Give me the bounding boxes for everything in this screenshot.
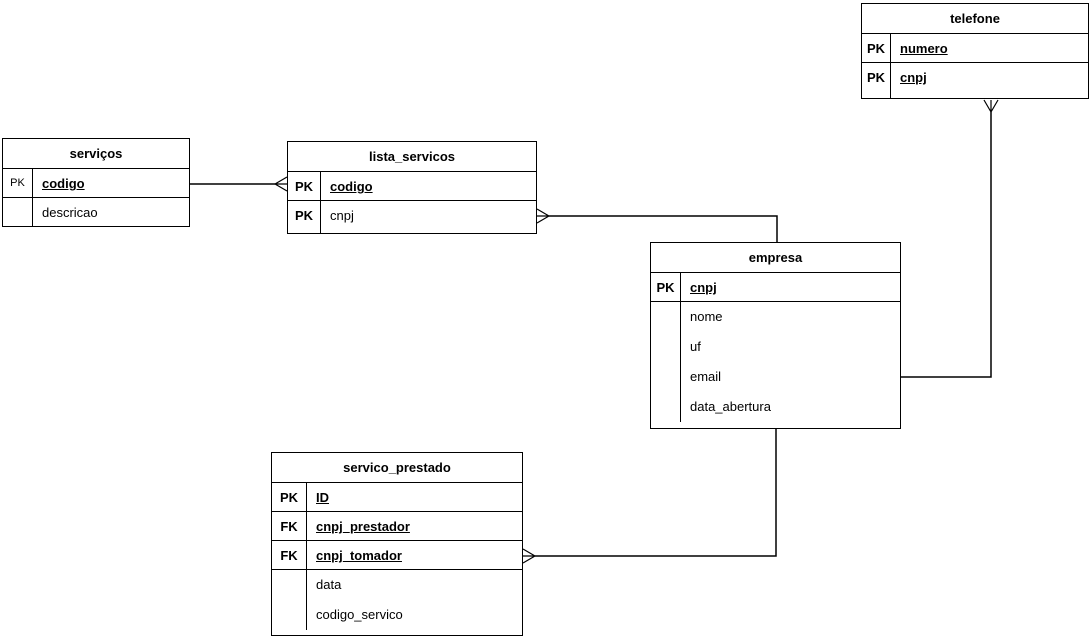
field-codigo: codigo [330, 179, 373, 194]
field-row: FK cnpj_tomador [272, 540, 522, 569]
field-row: PK cnpj [288, 200, 536, 229]
field-uf: uf [690, 339, 701, 354]
pk-label: PK [862, 63, 891, 91]
pk-label: PK [272, 483, 307, 511]
field-data-abertura: data_abertura [690, 399, 771, 414]
pk-label: PK [651, 273, 681, 301]
pk-label: PK [288, 172, 321, 200]
entity-title: serviços [69, 146, 123, 161]
empty-key-cell [3, 198, 33, 226]
relationship-servicos-lista_servicos [190, 176, 288, 192]
field-data: data [316, 577, 342, 592]
field-row: PK cnpj [862, 62, 1088, 91]
field-row: FK cnpj_prestador [272, 511, 522, 540]
field-cnpj: cnpj [900, 70, 927, 85]
field-row: PK codigo [288, 171, 536, 200]
pk-label: PK [288, 201, 321, 229]
field-email: email [690, 369, 722, 384]
field-codigo-servico: codigo_servico [316, 607, 403, 622]
entity-title: telefone [950, 11, 1000, 26]
many-marker [983, 99, 999, 113]
field-row: PK numero [862, 33, 1088, 62]
field-cnpj-tomador: cnpj_tomador [316, 548, 402, 563]
field-cnpj: cnpj [330, 208, 354, 223]
empty-key-cell [272, 570, 307, 630]
empty-key-cell [651, 302, 681, 422]
table-bottom-pad [862, 91, 1088, 98]
pk-label: PK [862, 34, 891, 62]
many-marker [536, 208, 550, 224]
field-row: PK codigo [3, 168, 189, 197]
field-numero: numero [900, 41, 948, 56]
table-bottom-pad [288, 229, 536, 233]
field-cnpj-prestador: cnpj_prestador [316, 519, 410, 534]
field-cnpj: cnpj [690, 280, 717, 295]
entity-servicos: serviços PK codigo descricao [2, 138, 190, 227]
field-descricao: descricao [42, 205, 98, 220]
entity-title: empresa [748, 250, 803, 265]
entity-telefone: telefone PK numero PK cnpj [861, 3, 1089, 99]
field-row: PK cnpj [651, 272, 900, 301]
many-marker [522, 548, 536, 564]
empty-key-cell [288, 229, 321, 233]
fk-label: FK [272, 541, 307, 569]
many-marker [274, 176, 288, 192]
relationship-empresa-servico_prestado [522, 429, 777, 564]
relationship-empresa-telefone [901, 99, 999, 378]
attribute-block: data codigo_servico [272, 569, 522, 635]
field-nome: nome [690, 309, 723, 324]
field-codigo: codigo [42, 176, 85, 191]
entity-title: lista_servicos [368, 149, 455, 164]
entity-title: servico_prestado [343, 460, 451, 475]
field-id: ID [316, 490, 329, 505]
fk-label: FK [272, 512, 307, 540]
entity-empresa: empresa PK cnpj nome uf email data_abert… [650, 242, 901, 429]
attribute-block: nome uf email data_abertura [651, 301, 900, 428]
relationship-empresa-lista_servicos [536, 208, 778, 242]
entity-lista-servicos: lista_servicos PK codigo PK cnpj [287, 141, 537, 234]
pk-label: PK [3, 169, 33, 197]
field-row: descricao [3, 197, 189, 226]
field-row: PK ID [272, 482, 522, 511]
entity-servico-prestado: servico_prestado PK ID FK cnpj_prestador… [271, 452, 523, 636]
empty-key-cell [862, 91, 891, 98]
